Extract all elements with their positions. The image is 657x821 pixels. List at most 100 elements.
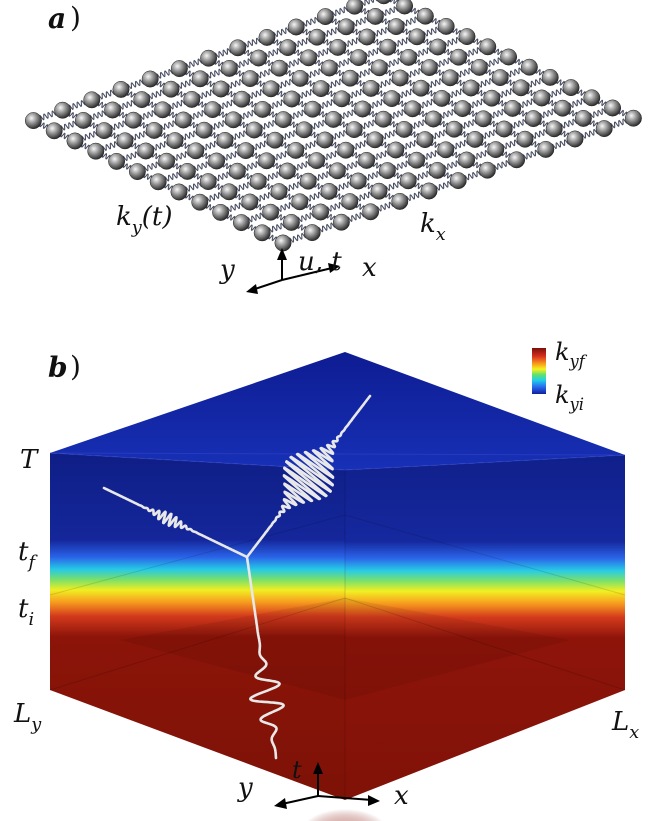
lattice-mass — [282, 213, 300, 231]
lattice-mass — [137, 142, 155, 160]
panel-b-paren: ) — [70, 350, 81, 383]
lattice-mass — [479, 38, 497, 56]
Lx-label: Lx — [611, 707, 639, 743]
lattice-mass — [274, 111, 292, 129]
panel-a: a ) ky(t) kx y u, t x — [24, 0, 642, 294]
lattice-mass — [408, 151, 426, 169]
axis-x-arrow-b — [368, 795, 380, 806]
lattice-mass — [437, 17, 455, 35]
lattice-mass — [291, 69, 309, 87]
lattice-mass — [445, 120, 463, 138]
lattice-mass — [395, 120, 413, 138]
lattice-mass — [487, 141, 505, 159]
wave-scattered-left — [102, 486, 249, 559]
lattice-mass — [470, 58, 488, 76]
lattice-mass — [516, 130, 534, 148]
lattice-mass — [154, 101, 172, 119]
slice-plane-tf — [49, 514, 626, 596]
lattice-mass — [520, 58, 538, 76]
lattice-mass — [262, 203, 280, 221]
axis-x-label-b: x — [394, 781, 409, 811]
lattice-mass — [87, 142, 105, 160]
lattice-mass — [329, 38, 347, 56]
lattice-mass — [45, 122, 63, 140]
lattice-mass — [533, 89, 551, 107]
slice-plane-ti — [49, 597, 626, 691]
lattice-mass — [54, 101, 72, 119]
lattice-mass — [245, 121, 263, 139]
lattice-mass — [233, 90, 251, 108]
lattice-mass — [228, 162, 246, 180]
lattice-mass — [74, 111, 92, 129]
lattice-mass — [162, 80, 180, 98]
panel-b: b ) T tf ti Ly Lx kyf kyi — [13, 338, 639, 821]
lattice-mass — [366, 131, 384, 149]
lattice-mass — [229, 39, 247, 57]
lattice-mass — [462, 79, 480, 97]
axis-y-label-b: y — [237, 773, 253, 803]
lattice-mass — [95, 122, 113, 140]
lattice-mass — [358, 28, 376, 46]
lattice-mass — [237, 142, 255, 160]
lattice-mass — [524, 110, 542, 128]
lattice-mass — [466, 130, 484, 148]
lattice-mass — [316, 131, 334, 149]
lattice-mass — [258, 28, 276, 46]
lattice-mass — [362, 203, 380, 221]
lattice-mass — [312, 203, 330, 221]
lattice-mass — [274, 234, 292, 252]
lattice-mass — [458, 151, 476, 169]
lattice-mass — [387, 18, 405, 36]
cube-right-face — [345, 455, 625, 800]
spring-lattice — [24, 0, 642, 252]
lattice-mass — [124, 111, 142, 129]
lattice-mass — [545, 120, 563, 138]
lattice-mass — [333, 90, 351, 108]
axis-y-label-a: y — [219, 255, 235, 285]
time-tf-label: tf — [18, 537, 38, 573]
lattice-mass — [354, 100, 372, 118]
lattice-mass — [424, 110, 442, 128]
lattice-mass — [449, 172, 467, 190]
lattice-mass — [391, 192, 409, 210]
lattice-mass — [283, 90, 301, 108]
lattice-mass — [337, 18, 355, 36]
lattice-mass — [287, 18, 305, 36]
colorbar-top-label: kyf — [555, 338, 588, 371]
axis-x-arrow — [328, 263, 340, 273]
lattice-mass — [504, 99, 522, 117]
lattice-mass — [332, 213, 350, 231]
axis-u-arrow — [277, 248, 287, 260]
lattice-mass — [308, 28, 326, 46]
lattice-mass — [303, 224, 321, 242]
lattice-mass — [208, 152, 226, 170]
lattice-mass — [216, 131, 234, 149]
lattice-mass — [412, 79, 430, 97]
panel-a-paren: ) — [70, 1, 81, 34]
lattice-mass — [270, 59, 288, 77]
lattice-mass — [258, 152, 276, 170]
lattice-mass — [300, 49, 318, 67]
lattice-mass — [270, 183, 288, 201]
lattice-mass — [458, 28, 476, 46]
lattice-mass — [116, 132, 134, 150]
lattice-mass — [404, 100, 422, 118]
lattice-mass — [429, 38, 447, 56]
lattice-mass — [391, 69, 409, 87]
lattice-mass — [250, 49, 268, 67]
axis-x-label-a: x — [362, 253, 377, 283]
lattice-mass — [278, 162, 296, 180]
wave-trajectories — [102, 394, 372, 760]
panel-b-label: b — [48, 351, 68, 384]
lattice-mass — [320, 59, 338, 77]
lattice-mass — [166, 132, 184, 150]
lattice-mass — [478, 161, 496, 179]
lattice-mass — [254, 100, 272, 118]
lattice-mass — [554, 99, 572, 117]
lattice-mass — [249, 172, 267, 190]
lattice-mass — [133, 91, 151, 109]
lattice-mass — [396, 0, 414, 15]
lattice-mass — [366, 7, 384, 25]
